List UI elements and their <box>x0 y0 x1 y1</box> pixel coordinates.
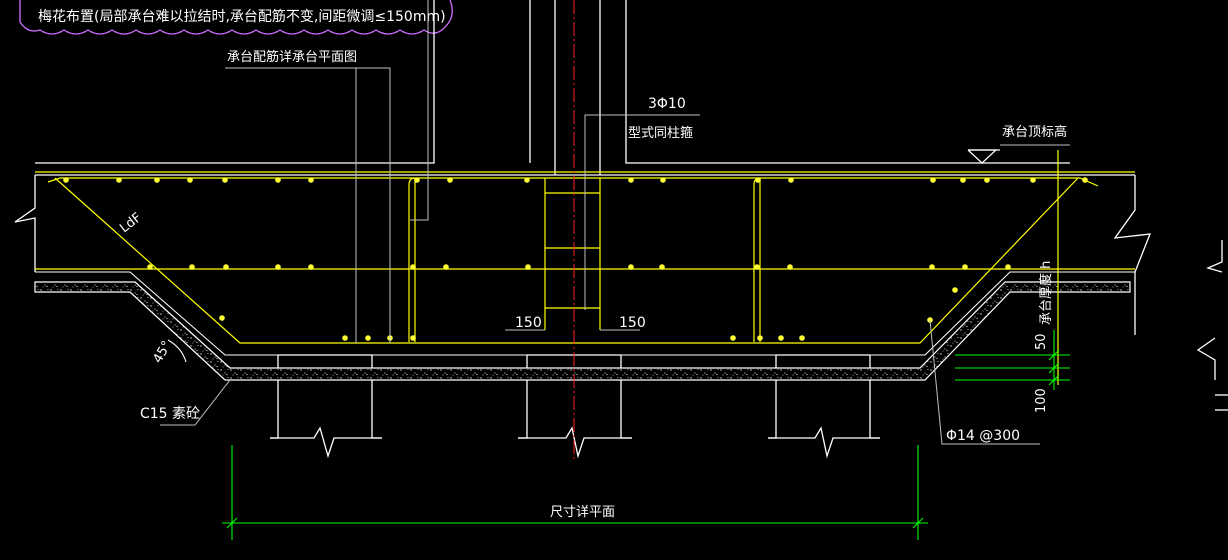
concrete-grade-label: C15 素砼 <box>140 406 200 422</box>
leader-lines <box>160 0 1070 445</box>
stirrup-type-label: 型式同柱箍 <box>628 125 693 141</box>
ldf-label: LdF <box>117 210 144 236</box>
overall-width-label: 尺寸详平面 <box>550 505 615 520</box>
elevation-marker-icon <box>967 149 1000 164</box>
dimension-150-left: 150 <box>515 315 542 331</box>
cap-top-elevation-label: 承台顶标高 <box>1002 124 1067 140</box>
c15-plain-concrete-layer <box>34 281 1131 381</box>
angle-arc <box>167 339 187 363</box>
cap-bottom-outline <box>35 271 1135 356</box>
break-line <box>14 175 1228 411</box>
top-note-text: 梅花布置(局部承台难以拉结时,承台配筋不变,间距微调≤150mm) <box>38 8 446 25</box>
revision-cloud <box>19 0 453 35</box>
rebar-spec-label: Φ14 @300 <box>946 428 1020 444</box>
dimension-50: 50 <box>1034 333 1049 350</box>
plan-reference-label: 承台配筋详承台平面图 <box>227 49 357 65</box>
dimension-lines <box>222 330 1070 540</box>
rebar-dots <box>63 177 1088 341</box>
dimension-100: 100 <box>1034 388 1049 413</box>
dimension-150-right: 150 <box>619 315 646 331</box>
cap-thickness-label: 承台厚度 h <box>1038 261 1054 325</box>
stirrup-count-label: 3Φ10 <box>648 96 686 112</box>
